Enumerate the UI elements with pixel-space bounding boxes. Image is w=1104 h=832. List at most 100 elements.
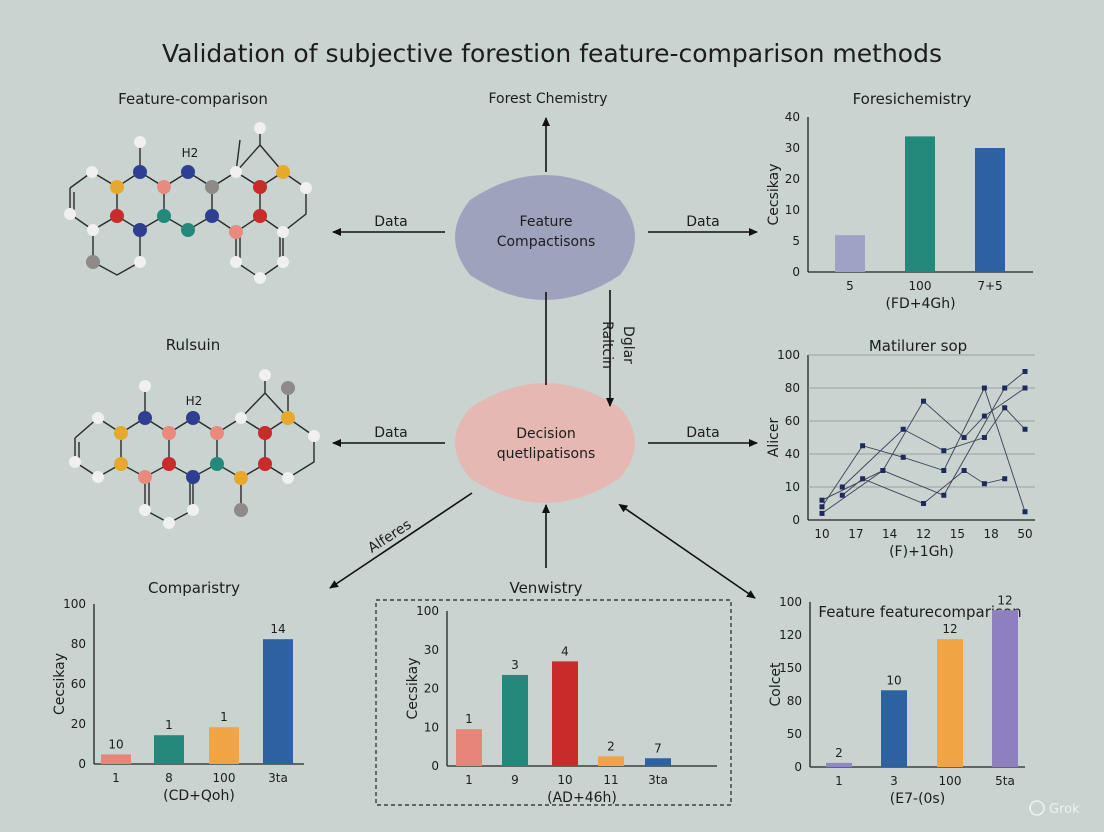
chart-bottom-right-title: Feature featurecomparison [818, 603, 1021, 621]
chart-bottom-middle-data-label: 4 [561, 644, 569, 658]
chart-bottom-middle-xtick: 10 [557, 773, 572, 787]
chart-middle-right-series-line [842, 469, 1005, 505]
chart-bottom-right-ylabel: Colcet [768, 662, 784, 707]
chart-top-right-bar [975, 148, 1005, 272]
middle-arrow-label-2: Dglar [620, 326, 636, 364]
chart-bottom-middle-data-label: 7 [654, 741, 662, 755]
chart-top-right-ytick: 10 [785, 203, 800, 217]
chart-bottom-left: Comparistry0206080100Cecsikay(CD+Qoh)110… [52, 579, 304, 804]
chart-middle-right-point [981, 435, 987, 440]
chart-middle-right-point [981, 413, 987, 419]
chart-middle-right-point [1002, 476, 1008, 482]
chart-bottom-left-data-label: 1 [165, 718, 173, 732]
data-left-label-1: Data [374, 214, 407, 230]
chart-middle-right-xtick: 10 [814, 527, 829, 541]
chart-middle-right-xtick: 18 [984, 527, 999, 541]
data-right-label-2: Data [686, 425, 719, 441]
chart-middle-right-xtick: 15 [950, 527, 965, 541]
chart-middle-right-point [860, 476, 866, 482]
chart-middle-right-point [981, 385, 987, 391]
chart-middle-right-point [860, 443, 866, 449]
watermark: Grok [1029, 800, 1080, 817]
chart-bottom-middle-ytick: 0 [431, 759, 439, 773]
chart-bottom-middle-xtick: 11 [603, 773, 618, 787]
chart-middle-right-point [941, 468, 947, 473]
chart-bottom-middle-ytick: 10 [424, 720, 439, 734]
chart-bottom-middle-xlabel: (AD+46h) [547, 790, 617, 806]
chart-bottom-middle-xtick: 9 [511, 773, 519, 787]
chart-middle-right-title: Matilurer sop [869, 337, 967, 355]
chart-middle-right-ytick: 60 [785, 414, 800, 428]
chart-middle-right-series-line [841, 407, 1026, 488]
chart-bottom-right-ytick: 100 [779, 595, 802, 609]
chart-middle-right-xtick: 12 [916, 527, 931, 541]
chart-top-right-ytick: 5 [792, 234, 800, 248]
chart-bottom-middle-bar [598, 756, 624, 766]
watermark-icon [1029, 800, 1045, 816]
chart-bottom-left-xtick: 100 [213, 771, 236, 785]
chart-bottom-right: Feature featurecomparison05080150120100C… [768, 593, 1025, 807]
chart-middle-right-ytick: 40 [785, 447, 800, 461]
chart-top-right-ytick: 0 [792, 265, 800, 279]
chart-bottom-left-title: Comparistry [148, 579, 240, 597]
chart-middle-right-point [819, 504, 825, 510]
chart-bottom-right-xlabel: (E7-(0s) [890, 791, 945, 807]
chart-bottom-middle-bar [456, 729, 482, 766]
chart-middle-right-point [1022, 385, 1028, 391]
molecule-top: Feature-comparison H2 [64, 90, 312, 284]
molecule-bottom-title: Rulsuin [166, 336, 220, 354]
chart-top-right-ytick: 30 [785, 141, 800, 155]
chart-top-right-title: Foresichemistry [853, 90, 972, 108]
chart-middle-right-series-line [821, 387, 1026, 501]
feature-node-line2: Compactisons [497, 234, 596, 250]
chart-bottom-middle-bar [552, 661, 578, 766]
molecule-bottom: Rulsuin H2 [69, 336, 320, 529]
chart-bottom-left-ytick: 0 [78, 757, 86, 771]
chart-middle-right-series-line [821, 386, 1026, 512]
chart-middle-right-point [819, 510, 825, 516]
chart-middle-right-point [900, 454, 906, 460]
chart-bottom-middle-title: Venwistry [509, 579, 582, 597]
chart-bottom-left-bar [209, 727, 239, 764]
chart-bottom-middle: Venwistry0102030100Cecsikay(AD+46h)11931… [405, 579, 717, 806]
chart-bottom-left-xtick: 3ta [268, 771, 288, 785]
chart-bottom-middle-xtick: 1 [465, 773, 473, 787]
chart-middle-right-point [1002, 385, 1008, 391]
chart-top-right-bar [835, 235, 865, 272]
feature-node-line1: Feature [520, 214, 573, 230]
chart-bottom-right-ytick: 50 [787, 727, 802, 741]
chart-bottom-left-data-label: 1 [220, 710, 228, 724]
decision-node[interactable]: Decision quetlipatisons [455, 383, 635, 503]
molecule-bottom-h2: H2 [186, 394, 203, 408]
chart-bottom-left-xtick: 8 [165, 771, 173, 785]
chart-middle-right-point [1022, 426, 1028, 432]
feature-node[interactable]: Feature Compactisons [455, 175, 635, 300]
chart-top-right: Foresichemistry0510203040Cecsikay(FD+4Gh… [766, 90, 1033, 312]
chart-middle-right-xtick: 17 [848, 527, 863, 541]
chart-bottom-left-data-label: 14 [270, 622, 285, 636]
chart-bottom-middle-xtick: 3ta [648, 773, 668, 787]
chart-bottom-right-data-label: 2 [835, 746, 843, 760]
middle-arrow-label-1: Raltcin [599, 321, 615, 369]
chart-middle-right-point [981, 481, 987, 487]
chart-middle-right-point [921, 501, 926, 506]
top-arrow-label: Forest Chemistry [488, 91, 607, 107]
chart-middle-right-point [921, 398, 926, 404]
chart-middle-right-xtick: 14 [882, 527, 897, 541]
chart-middle-right-series-line [821, 371, 1026, 514]
chart-bottom-left-ylabel: Cecsikay [52, 653, 68, 715]
chart-middle-right-ylabel: Alicer [766, 418, 782, 458]
decision-node-line2: quetlipatisons [497, 446, 596, 462]
chart-top-right-xtick: 7+5 [977, 279, 1002, 293]
chart-top-right-ylabel: Cecsikay [766, 164, 782, 226]
chart-middle-right-point [941, 492, 947, 498]
chart-middle-right: Matilurer sop010406080100Alicer(F)+1Gh)1… [766, 337, 1035, 560]
chart-bottom-right-ytick: 80 [787, 694, 802, 708]
chart-bottom-right-bar [826, 762, 852, 767]
chart-top-right-xtick: 5 [846, 279, 854, 293]
chart-bottom-right-xtick: 100 [939, 774, 962, 788]
chart-bottom-middle-frame [375, 599, 732, 806]
chart-middle-right-point [961, 468, 967, 473]
chart-middle-right-xtick: 50 [1017, 527, 1032, 541]
